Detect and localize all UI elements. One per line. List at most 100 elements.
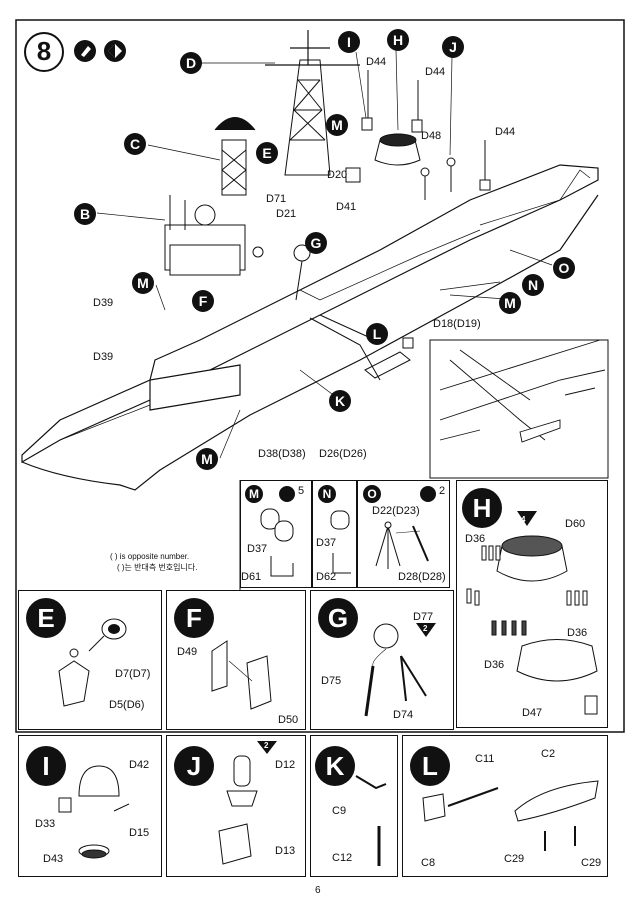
label-d44-c: D44 [495, 126, 516, 138]
panel-g-letter: G [318, 598, 358, 638]
label-d18: D18(D19) [433, 318, 481, 330]
callout-i: I [338, 31, 360, 53]
panel-j-badge: 2 [264, 741, 269, 750]
subpanel-o-part-b: D28(D28) [398, 571, 446, 583]
callout-b: B [74, 203, 96, 225]
panel-e: E D7(D7) D5(D6) [18, 590, 162, 730]
panel-f-label-d50: D50 [278, 714, 299, 726]
label-d44-b: D44 [425, 66, 446, 78]
callout-m-top: M [326, 114, 348, 136]
subpanel-n: N D37 D62 [312, 480, 357, 588]
panel-g-label-d77: D77 [413, 611, 434, 623]
drum-part-drawing [330, 510, 351, 574]
note-line-2: ( )는 반대측 번호입니다. [117, 563, 198, 572]
callout-f: F [192, 290, 214, 312]
callout-k: K [329, 390, 351, 412]
panel-k: K C9 C12 [310, 735, 398, 877]
callout-g: G [305, 232, 327, 254]
subpanel-n-letter: N [318, 485, 336, 503]
panel-i-label-d43: D43 [43, 853, 64, 865]
callout-l: L [366, 323, 388, 345]
panel-i-label-d42: D42 [129, 759, 150, 771]
subpanel-o-qty: 2 [439, 485, 446, 497]
light-j-drawing [218, 741, 277, 865]
panel-k-label-c12: C12 [332, 852, 353, 864]
callout-m-left: M [132, 272, 154, 294]
panel-e-label-d5: D5(D6) [109, 699, 145, 711]
panel-k-label-c9: C9 [332, 805, 347, 817]
note-text: ( ) is opposite number. ( )는 반대측 번호입니다. [110, 551, 197, 573]
label-d26: D26(D26) [319, 448, 367, 460]
panel-l-letter: L [410, 746, 450, 786]
subpanel-m-qty: 5 [298, 485, 305, 497]
step-number: 8 [24, 32, 64, 72]
glue-icon [279, 486, 295, 502]
glue-icon [420, 486, 436, 502]
tripod-drawing [375, 521, 429, 569]
panel-i: I D42 D33 D15 D43 [18, 735, 162, 877]
subpanel-n-part-a: D37 [316, 537, 337, 549]
panel-e-label-d7: D7(D7) [115, 668, 151, 680]
panel-h-label-d36-a: D36 [465, 533, 486, 545]
searchlight-drawing [58, 618, 127, 707]
panel-l-label-c8: C8 [421, 857, 436, 869]
panel-l: L C11 C2 C8 C29 C29 [402, 735, 608, 877]
panel-i-label-d15: D15 [129, 827, 150, 839]
panel-f: F D49 D50 [166, 590, 306, 730]
panel-e-letter: E [26, 598, 66, 638]
dome-h-main [374, 133, 421, 166]
paint-icon [104, 40, 126, 62]
radar-dome-drawing [364, 623, 436, 717]
panel-l-label-c29-a: C29 [504, 853, 525, 865]
subpanel-n-part-b: D62 [316, 571, 337, 583]
callout-n: N [522, 274, 544, 296]
panel-g-badge: 2 [423, 624, 428, 633]
callout-c: C [124, 133, 146, 155]
callout-o: O [553, 257, 575, 279]
inset-detail-frame [429, 339, 609, 479]
dome-i-drawing [58, 765, 130, 859]
bridge-structure [164, 195, 246, 276]
drum-parts-drawing [260, 508, 294, 577]
label-d44-a: D44 [366, 56, 387, 68]
callout-m-right: M [499, 292, 521, 314]
callout-d: D [180, 52, 202, 74]
panel-i-letter: I [26, 746, 66, 786]
panel-h-label-d36-b: D36 [567, 627, 588, 639]
subpanel-m-part-b: D61 [241, 571, 262, 583]
panel-l-label-c29-b: C29 [581, 857, 602, 869]
subpanel-o-part-a: D22(D23) [372, 505, 420, 517]
panel-g-label-d75: D75 [321, 675, 342, 687]
glue-icon [74, 40, 96, 62]
note-line-1: ( ) is opposite number. [110, 552, 190, 561]
subpanel-o-letter: O [363, 485, 381, 503]
subpanel-o: O 2 D22(D23) D28(D28) [357, 480, 450, 588]
inset-detail-drawing [439, 339, 606, 443]
lattice-mast-d [265, 30, 360, 176]
subpanel-m-letter: M [245, 485, 263, 503]
davit-k-drawing [355, 775, 387, 866]
subpanel-m-part-a: D37 [247, 543, 268, 555]
panel-g: G 2 D77 D75 D74 [310, 590, 454, 730]
panel-h-badge: 4 [521, 515, 526, 524]
label-d38: D38(D38) [258, 448, 306, 460]
panel-g-label-d74: D74 [393, 709, 414, 721]
panel-h-label-d36-c: D36 [484, 659, 505, 671]
label-d71: D71 [266, 193, 287, 205]
panel-f-label-d49: D49 [177, 646, 198, 658]
panel-k-letter: K [315, 746, 355, 786]
label-d41: D41 [336, 201, 357, 213]
label-d39-a: D39 [93, 297, 114, 309]
panel-j-label-d13: D13 [275, 845, 296, 857]
bracket-drawing [211, 640, 272, 710]
panel-i-label-d33: D33 [35, 818, 56, 830]
callout-e: E [256, 142, 278, 164]
panel-l-label-c11: C11 [475, 753, 495, 765]
boat-l-drawing [422, 780, 599, 851]
ship-hull-drawing [21, 164, 599, 491]
label-d39-b: D39 [93, 351, 114, 363]
dome-assembly-drawing [466, 511, 598, 715]
callout-h: H [387, 29, 409, 51]
panel-h: H 4 D60 D36 D36 D36 D47 [456, 480, 608, 728]
